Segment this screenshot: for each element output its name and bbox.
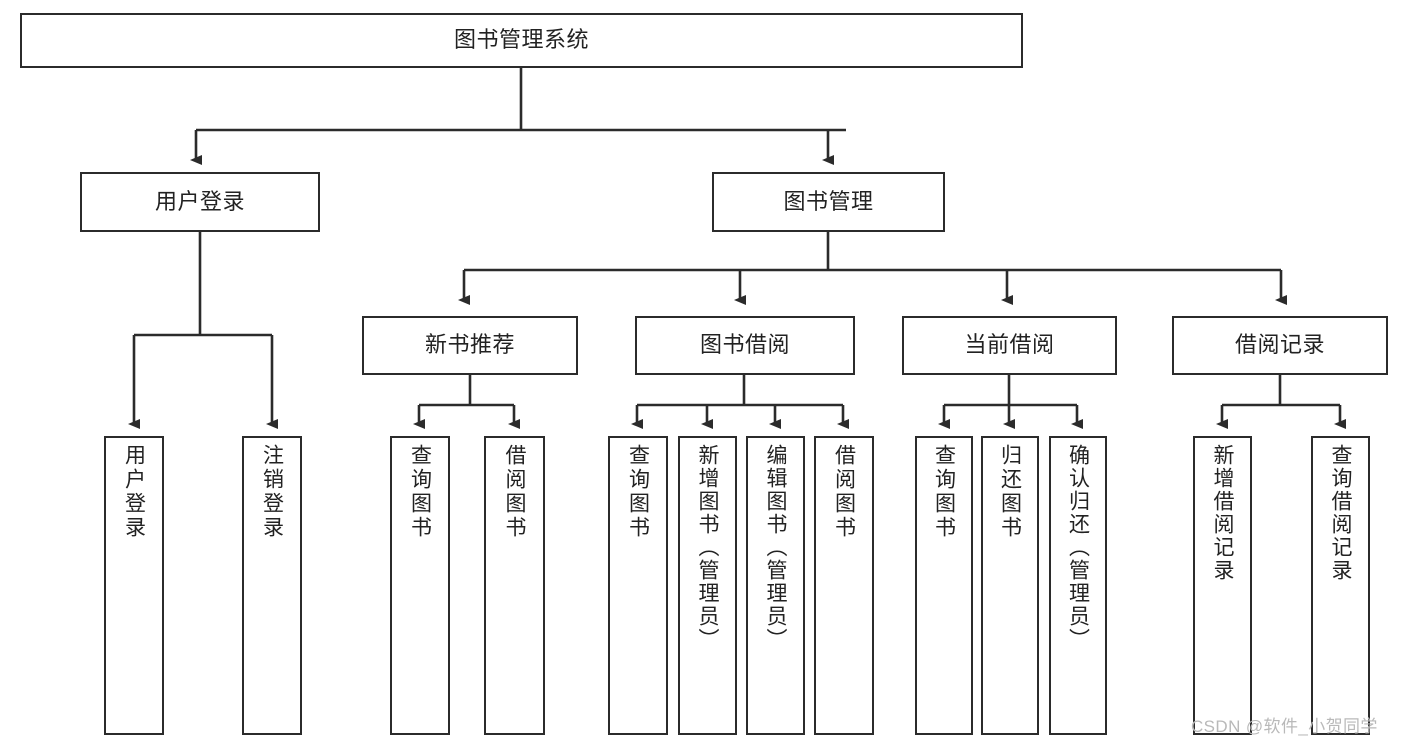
node-borrow-record-label: 借阅记录 [1234, 332, 1325, 358]
node-user-login[interactable]: 用户登录 [80, 172, 320, 232]
node-book-management[interactable]: 图书管理 [712, 172, 945, 232]
node-leaf-add-book[interactable]: 新增图书（管理员） [678, 436, 737, 735]
node-leaf-logout-login[interactable]: 注销登录 [242, 436, 302, 735]
node-book-borrow-label: 图书借阅 [699, 332, 790, 358]
node-user-login-label: 用户登录 [154, 188, 245, 214]
node-new-book-recommend-label: 新书推荐 [424, 332, 515, 358]
node-book-borrow[interactable]: 图书借阅 [635, 316, 855, 375]
node-leaf-edit-book-label: 编辑图书（管理员） [764, 444, 787, 651]
node-leaf-add-book-label: 新增图书（管理员） [696, 444, 719, 651]
node-leaf-add-record-label: 新增借阅记录 [1211, 444, 1234, 582]
node-leaf-query-book-2-label: 查询图书 [626, 444, 650, 540]
node-leaf-query-book-1[interactable]: 查询图书 [390, 436, 450, 735]
node-leaf-borrow-book-1[interactable]: 借阅图书 [484, 436, 545, 735]
node-leaf-return-book-label: 归还图书 [998, 444, 1022, 540]
node-leaf-user-login[interactable]: 用户登录 [104, 436, 164, 735]
node-borrow-record[interactable]: 借阅记录 [1172, 316, 1388, 375]
node-leaf-borrow-book-1-label: 借阅图书 [503, 444, 526, 540]
node-root-label: 图书管理系统 [453, 27, 589, 53]
node-current-borrow-label: 当前借阅 [964, 332, 1055, 358]
node-leaf-confirm-return[interactable]: 确认归还（管理员） [1049, 436, 1107, 735]
node-book-management-label: 图书管理 [783, 188, 874, 214]
node-leaf-borrow-book-2[interactable]: 借阅图书 [814, 436, 874, 735]
node-current-borrow[interactable]: 当前借阅 [902, 316, 1117, 375]
node-leaf-confirm-return-label: 确认归还（管理员） [1066, 444, 1090, 651]
node-leaf-add-record[interactable]: 新增借阅记录 [1193, 436, 1252, 735]
node-leaf-user-login-label: 用户登录 [122, 444, 146, 540]
node-leaf-borrow-book-2-label: 借阅图书 [832, 444, 856, 540]
node-leaf-query-book-3[interactable]: 查询图书 [915, 436, 973, 735]
node-new-book-recommend[interactable]: 新书推荐 [362, 316, 578, 375]
node-leaf-query-record-label: 查询借阅记录 [1329, 444, 1352, 582]
csdn-watermark: CSDN @软件_小贺同学 [1191, 717, 1378, 736]
node-leaf-logout-login-label: 注销登录 [260, 444, 284, 540]
node-root[interactable]: 图书管理系统 [20, 13, 1023, 68]
node-leaf-query-book-3-label: 查询图书 [932, 444, 956, 540]
node-leaf-query-book-2[interactable]: 查询图书 [608, 436, 668, 735]
node-leaf-return-book[interactable]: 归还图书 [981, 436, 1039, 735]
node-leaf-query-record[interactable]: 查询借阅记录 [1311, 436, 1370, 735]
node-leaf-query-book-1-label: 查询图书 [408, 444, 432, 540]
node-leaf-edit-book[interactable]: 编辑图书（管理员） [746, 436, 805, 735]
